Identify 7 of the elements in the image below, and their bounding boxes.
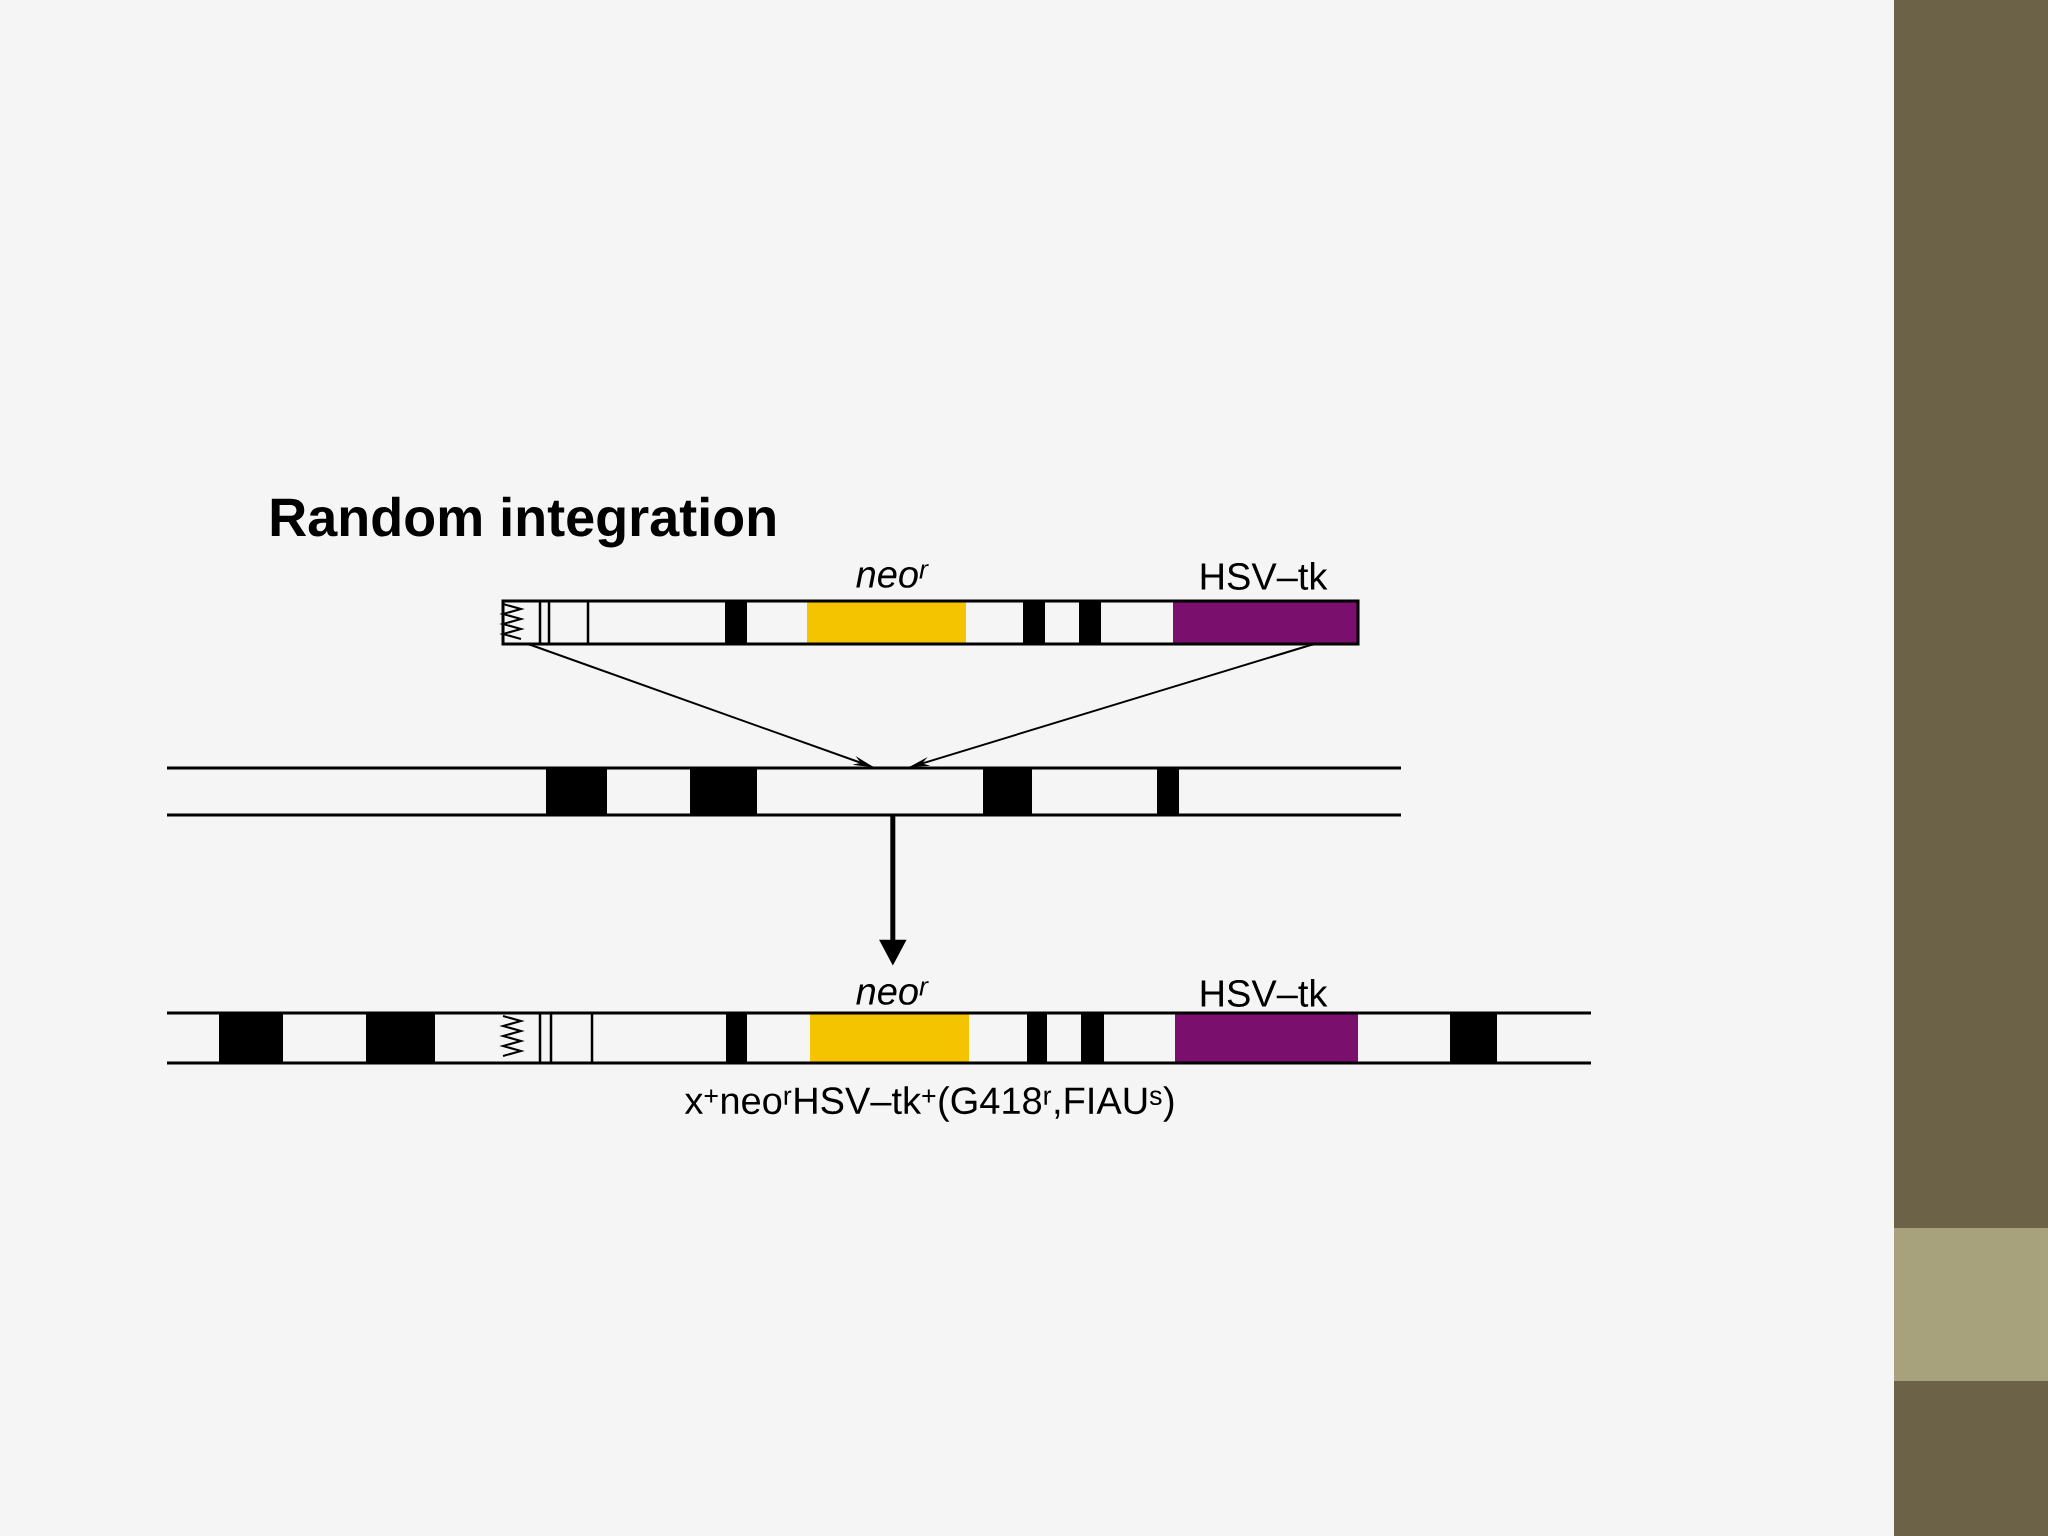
- dna-strand-drawing: [167, 766, 1401, 817]
- title: Random integration: [271, 496, 775, 548]
- gene-label: HSV–tk: [1201, 979, 1328, 1007]
- gene-label: neo$^{r}$: [856, 564, 929, 588]
- gene-label: neo$^{r}$: [856, 981, 929, 1005]
- gene-label: HSV–tk: [1201, 562, 1328, 590]
- genotype-label: x$^{+}$neo$^{r}$HSV–tk$^{+}$(G418$^{r}$,FIAU$^{s}$): [684, 1086, 1174, 1122]
